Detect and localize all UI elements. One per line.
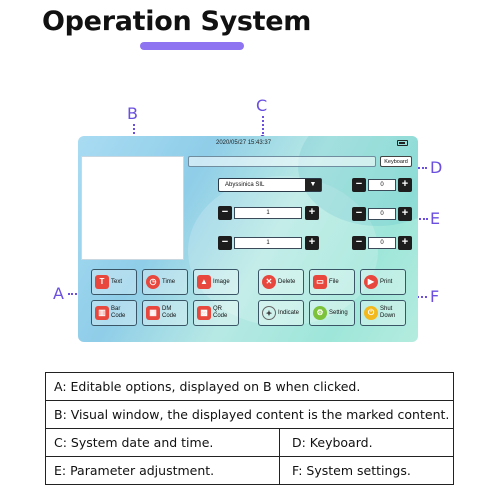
tile-label: Bar Code: [111, 306, 126, 319]
tile-label: QR Code: [213, 306, 228, 319]
indicate-button[interactable]: ✦ Indicate: [258, 300, 304, 326]
tile-label: Image: [213, 278, 230, 285]
stepper-value[interactable]: 0: [368, 208, 396, 220]
stepper-value[interactable]: 1: [234, 207, 302, 219]
bulb-icon: ✦: [262, 306, 276, 320]
qr-code-button[interactable]: ▩ QR Code: [193, 300, 239, 326]
tile-label: Setting: [329, 309, 348, 316]
minus-button[interactable]: −: [218, 206, 232, 220]
plus-button[interactable]: +: [398, 207, 412, 221]
play-icon: ▶: [364, 275, 378, 289]
power-icon: ⏻: [364, 306, 378, 320]
legend-f: F: System settings.: [292, 463, 411, 478]
plus-button[interactable]: +: [398, 178, 412, 192]
minus-button[interactable]: −: [352, 236, 366, 250]
minus-button[interactable]: −: [352, 178, 366, 192]
font-select-value: Abyssinica SIL: [225, 182, 265, 188]
font-select[interactable]: Abyssinica SIL ▼: [218, 178, 322, 192]
legend-c: C: System date and time.: [54, 435, 214, 450]
callout-d: D: [430, 158, 443, 177]
keyboard-button[interactable]: Keyboard: [380, 156, 412, 167]
time-button[interactable]: ◷ Time: [142, 269, 188, 295]
callout-c-line: [262, 116, 264, 138]
stepper-value[interactable]: 1: [234, 237, 302, 249]
legend-a: A: Editable options, displayed on B when…: [54, 379, 361, 394]
stepper-left-2: − 1 +: [218, 236, 320, 250]
qr-code-icon: ▩: [197, 306, 211, 320]
text-input-bar[interactable]: [188, 156, 376, 167]
gear-icon: ⚙: [313, 306, 327, 320]
dm-code-button[interactable]: ▦ DM Code: [142, 300, 188, 326]
text-button[interactable]: T Text: [91, 269, 137, 295]
legend-row: E: Parameter adjustment. F: System setti…: [46, 457, 453, 484]
system-datetime: 2020/05/27 15:43:37: [216, 140, 272, 146]
stepper-right-3: − 0 +: [352, 236, 412, 250]
tile-label: Text: [111, 278, 123, 285]
tile-label: File: [329, 278, 339, 285]
tile-label: DM Code: [162, 306, 177, 319]
chevron-down-icon[interactable]: ▼: [305, 179, 321, 191]
background-shape: [188, 176, 378, 326]
legend-row: A: Editable options, displayed on B when…: [46, 373, 453, 401]
legend-b: B: Visual window, the displayed content …: [54, 407, 450, 422]
device-screen: 2020/05/27 15:43:37 Keyboard Abyssinica …: [78, 136, 418, 342]
text-icon: T: [95, 275, 109, 289]
callout-c: C: [256, 96, 268, 115]
legend-row: C: System date and time. D: Keyboard.: [46, 429, 453, 457]
legend-table: A: Editable options, displayed on B when…: [45, 372, 454, 485]
image-icon: ▲: [197, 275, 211, 289]
file-button[interactable]: ▭ File: [309, 269, 355, 295]
shut-down-button[interactable]: ⏻ Shut Down: [360, 300, 406, 326]
tile-label: Shut Down: [380, 306, 396, 319]
minus-button[interactable]: −: [352, 207, 366, 221]
plus-button[interactable]: +: [398, 236, 412, 250]
delete-icon: ✕: [262, 275, 276, 289]
callout-f: F: [430, 287, 440, 306]
barcode-button[interactable]: ▥ Bar Code: [91, 300, 137, 326]
callout-b: B: [127, 104, 138, 123]
legend-divider: [279, 457, 280, 484]
minus-button[interactable]: −: [218, 236, 232, 250]
dm-code-icon: ▦: [146, 306, 160, 320]
battery-icon: [397, 140, 408, 146]
page-title: Operation System: [42, 6, 312, 37]
callout-e: E: [430, 209, 441, 228]
tile-label: Print: [380, 278, 393, 285]
legend-divider: [279, 429, 280, 456]
legend-row: B: Visual window, the displayed content …: [46, 401, 453, 429]
image-button[interactable]: ▲ Image: [193, 269, 239, 295]
barcode-icon: ▥: [95, 306, 109, 320]
stepper-value[interactable]: 0: [368, 237, 396, 249]
plus-button[interactable]: +: [305, 206, 319, 220]
clock-icon: ◷: [146, 275, 160, 289]
plus-button[interactable]: +: [305, 236, 319, 250]
delete-button[interactable]: ✕ Delete: [258, 269, 304, 295]
folder-icon: ▭: [313, 275, 327, 289]
tile-label: Time: [162, 278, 176, 285]
legend-d: D: Keyboard.: [292, 435, 373, 450]
stepper-left-1: − 1 +: [218, 206, 320, 220]
stepper-right-2: − 0 +: [352, 207, 412, 221]
title-underline: [140, 42, 244, 50]
callout-a: A: [53, 284, 64, 303]
legend-e: E: Parameter adjustment.: [54, 463, 215, 478]
tile-label: Indicate: [278, 309, 300, 316]
stepper-right-1: − 0 +: [352, 178, 412, 192]
visual-window: [81, 156, 184, 260]
setting-button[interactable]: ⚙ Setting: [309, 300, 355, 326]
stepper-value[interactable]: 0: [368, 179, 396, 191]
print-button[interactable]: ▶ Print: [360, 269, 406, 295]
tile-label: Delete: [278, 278, 296, 285]
